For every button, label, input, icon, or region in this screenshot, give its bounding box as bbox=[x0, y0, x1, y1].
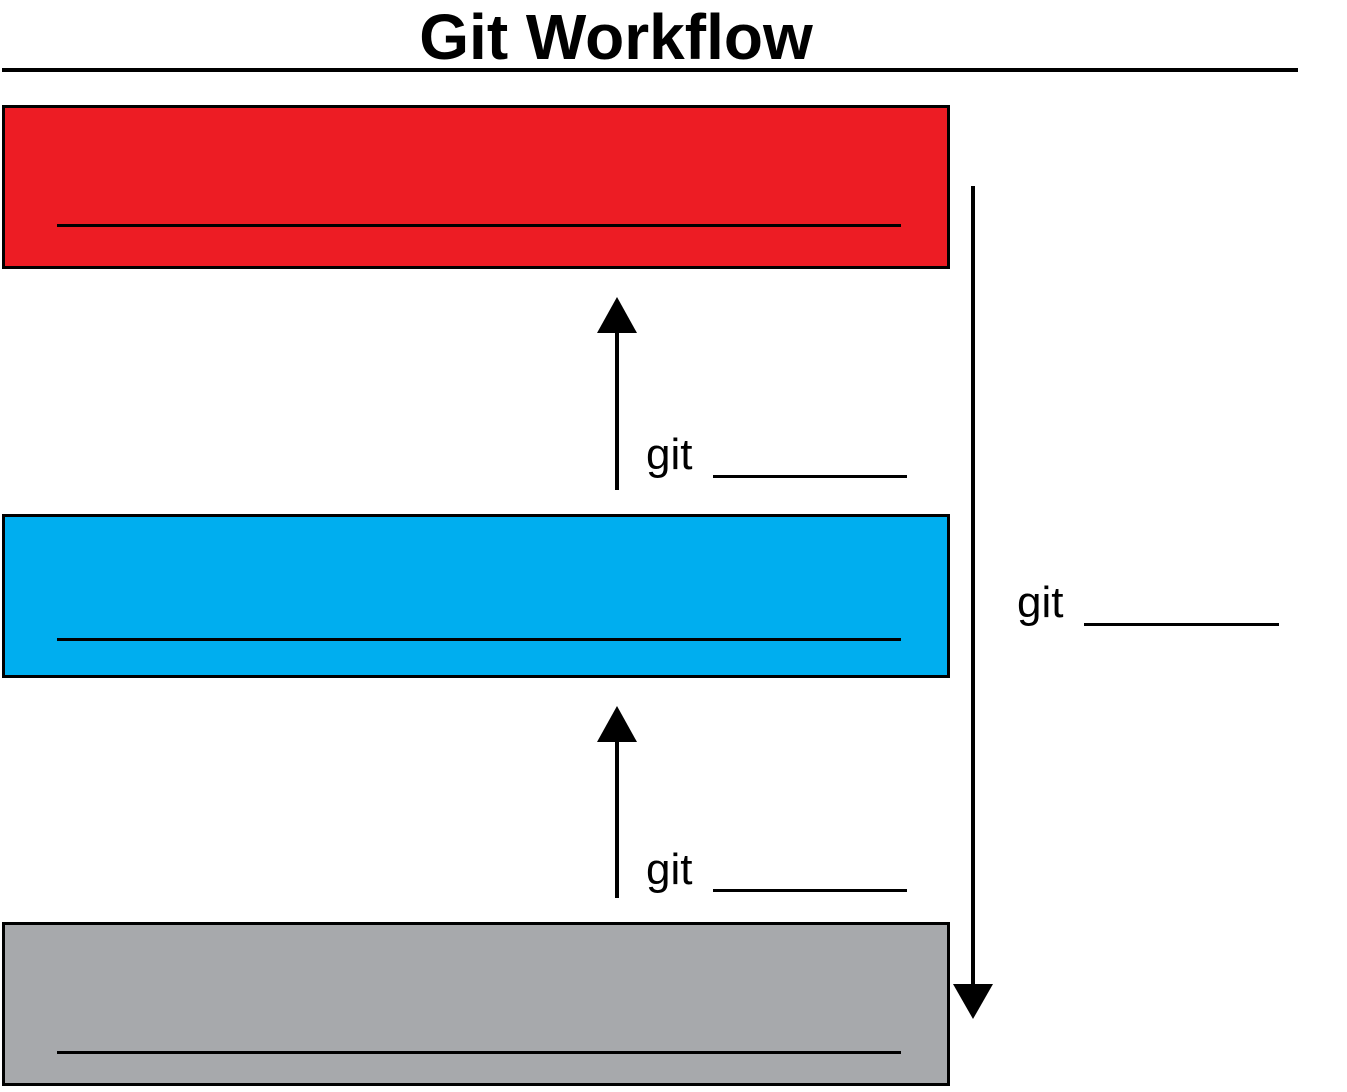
arrow-top-to-bottom bbox=[953, 186, 993, 1019]
stage-box-top bbox=[2, 105, 950, 269]
stage-box-middle bbox=[2, 514, 950, 678]
command-label-upper: git bbox=[646, 430, 693, 479]
command-label-side: git bbox=[1017, 578, 1064, 627]
command-blank-side bbox=[1084, 623, 1279, 626]
title-underline bbox=[2, 68, 1298, 72]
arrow-bottom-to-middle bbox=[597, 706, 637, 898]
diagram-title: Git Workflow bbox=[419, 1, 813, 73]
stage-blank-line-bottom bbox=[57, 1051, 901, 1054]
command-label-lower: git bbox=[646, 845, 693, 894]
stage-blank-line-top bbox=[57, 224, 901, 227]
command-blank-lower bbox=[713, 889, 907, 892]
stage-blank-line-middle bbox=[57, 638, 901, 641]
stage-box-bottom bbox=[2, 922, 950, 1086]
command-blank-upper bbox=[713, 475, 907, 478]
arrow-middle-to-top bbox=[597, 297, 637, 490]
